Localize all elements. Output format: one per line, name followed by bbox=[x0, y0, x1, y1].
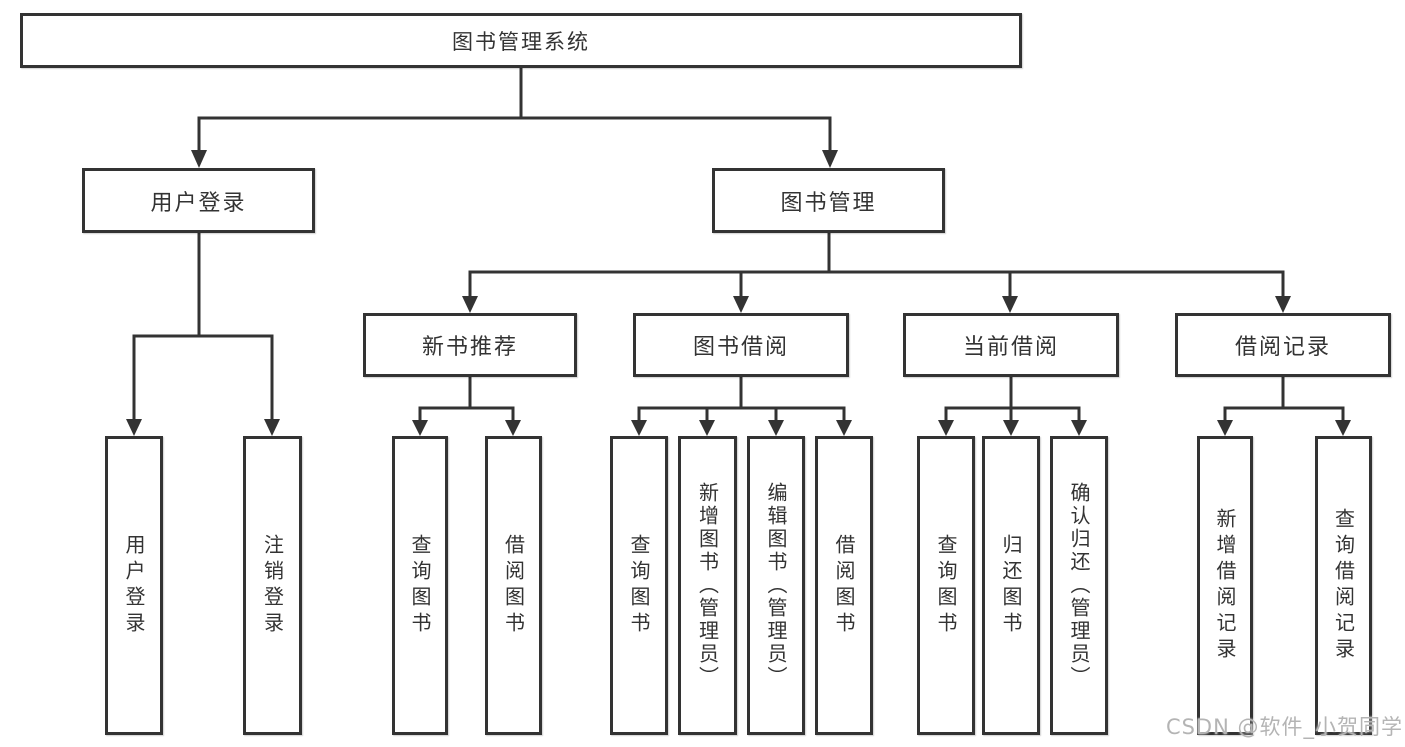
node-label: 用户登录 bbox=[122, 533, 146, 638]
node-label: 图书借阅 bbox=[692, 335, 789, 360]
node-label: 借阅记录 bbox=[1234, 335, 1331, 360]
node-label: 新增借阅记录 bbox=[1213, 507, 1237, 664]
leaf-borrow-books-recommend: 借阅图书 bbox=[485, 436, 542, 735]
leaf-query-books-current: 查询图书 bbox=[917, 436, 975, 735]
node-root-system: 图书管理系统 bbox=[20, 13, 1022, 68]
node-label: 查询图书 bbox=[627, 533, 651, 638]
watermark-text: CSDN @软件_小贺同学 bbox=[1165, 715, 1403, 739]
connector-arrowheads bbox=[126, 150, 1351, 436]
node-borrowing-records: 借阅记录 bbox=[1175, 313, 1391, 377]
node-label: 查询借阅记录 bbox=[1331, 507, 1356, 664]
leaf-borrow-books-borrowing: 借阅图书 bbox=[815, 436, 873, 735]
node-label: 当前借阅 bbox=[962, 335, 1059, 360]
leaf-add-book-admin: 新增图书（管理员） bbox=[678, 436, 737, 735]
node-label: 借阅图书 bbox=[832, 533, 856, 638]
node-new-book-recommend: 新书推荐 bbox=[363, 313, 577, 377]
leaf-add-borrow-record: 新增借阅记录 bbox=[1197, 436, 1253, 735]
leaf-confirm-return-admin: 确认归还（管理员） bbox=[1050, 436, 1108, 735]
leaf-query-books-recommend: 查询图书 bbox=[392, 436, 448, 735]
node-label: 新书推荐 bbox=[421, 335, 518, 360]
leaf-edit-book-admin: 编辑图书（管理员） bbox=[747, 436, 805, 735]
node-label: 图书管理 bbox=[780, 190, 877, 216]
leaf-return-book: 归还图书 bbox=[982, 436, 1040, 735]
node-label: 图书管理系统 bbox=[452, 29, 590, 54]
node-label: 借阅图书 bbox=[501, 533, 526, 638]
node-label: 编辑图书（管理员） bbox=[764, 482, 788, 689]
node-book-management: 图书管理 bbox=[712, 168, 945, 233]
node-label: 查询图书 bbox=[934, 533, 958, 638]
node-label: 归还图书 bbox=[999, 533, 1023, 638]
leaf-query-borrow-record: 查询借阅记录 bbox=[1315, 436, 1372, 735]
node-label: 注销登录 bbox=[260, 533, 285, 638]
leaf-user-login: 用户登录 bbox=[105, 436, 163, 735]
leaf-query-books-borrowing: 查询图书 bbox=[610, 436, 668, 735]
node-label: 查询图书 bbox=[408, 533, 432, 638]
node-book-borrowing: 图书借阅 bbox=[633, 313, 849, 377]
node-label: 确认归还（管理员） bbox=[1067, 482, 1091, 689]
node-user-login-branch: 用户登录 bbox=[82, 168, 315, 233]
node-current-borrowing: 当前借阅 bbox=[903, 313, 1119, 377]
connector-lines bbox=[132, 66, 1345, 423]
node-label: 用户登录 bbox=[150, 190, 247, 216]
node-label: 新增图书（管理员） bbox=[695, 482, 720, 689]
leaf-logout: 注销登录 bbox=[243, 436, 302, 735]
